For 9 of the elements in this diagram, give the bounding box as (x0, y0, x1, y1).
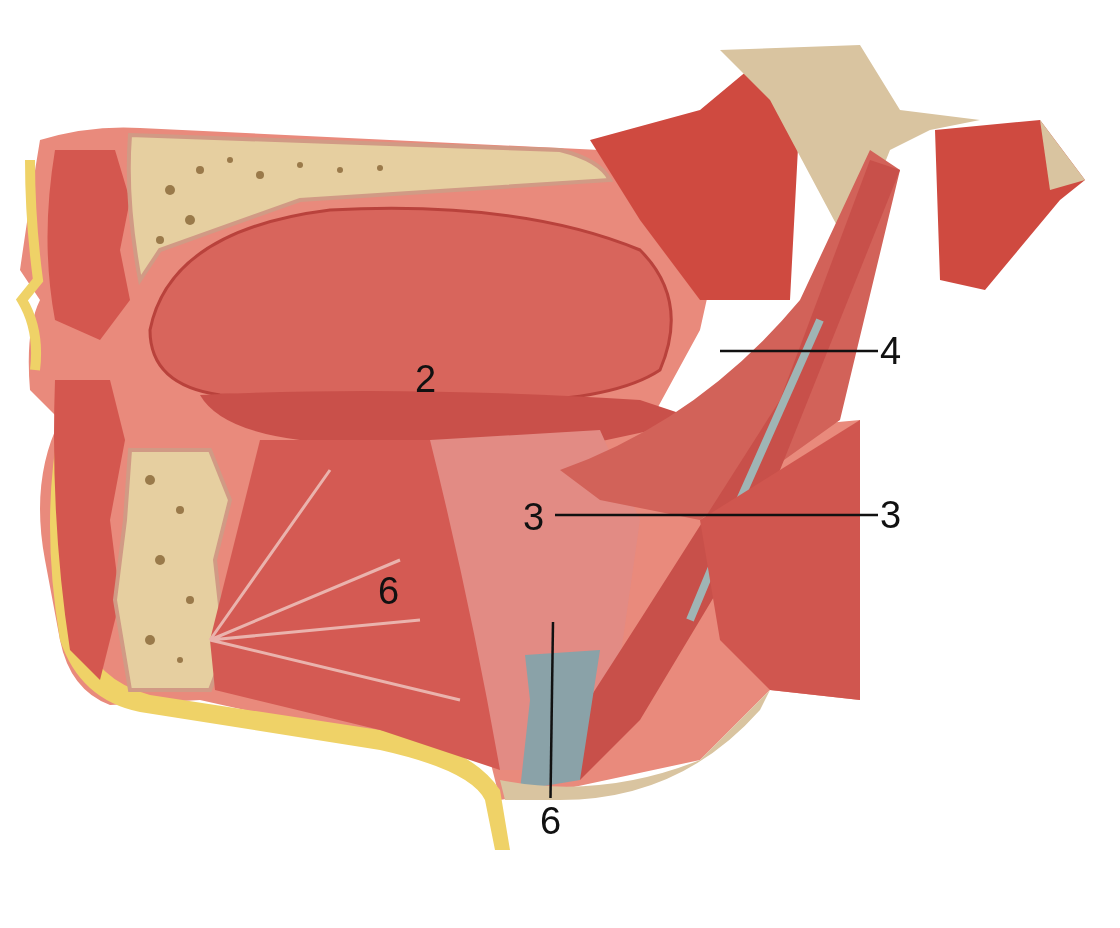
callout-number: 6 (378, 570, 400, 612)
callout-number: 3 (880, 494, 902, 536)
leader-line (555, 513, 878, 517)
leader-line (549, 622, 555, 798)
callout-number: 6 (540, 800, 562, 842)
callout-number: 3 (523, 496, 545, 538)
callout-number: 2 (415, 358, 437, 400)
leader-line (720, 349, 878, 353)
callout-number: 4 (880, 330, 902, 372)
